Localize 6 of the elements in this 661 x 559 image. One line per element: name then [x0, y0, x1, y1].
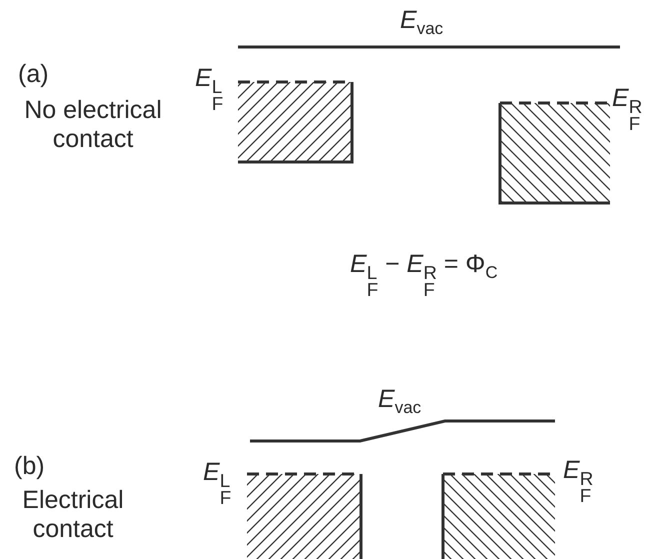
panel-caption: Electrical contact [21, 486, 125, 544]
panel-letter: (b) [14, 452, 45, 481]
panel-letter: (a) [18, 60, 49, 89]
energy-level-label: E$_{vac}$ [400, 6, 444, 39]
panel-caption: No electrical contact [23, 96, 163, 154]
energy-level-label: E$_{vac}$ [378, 385, 422, 418]
